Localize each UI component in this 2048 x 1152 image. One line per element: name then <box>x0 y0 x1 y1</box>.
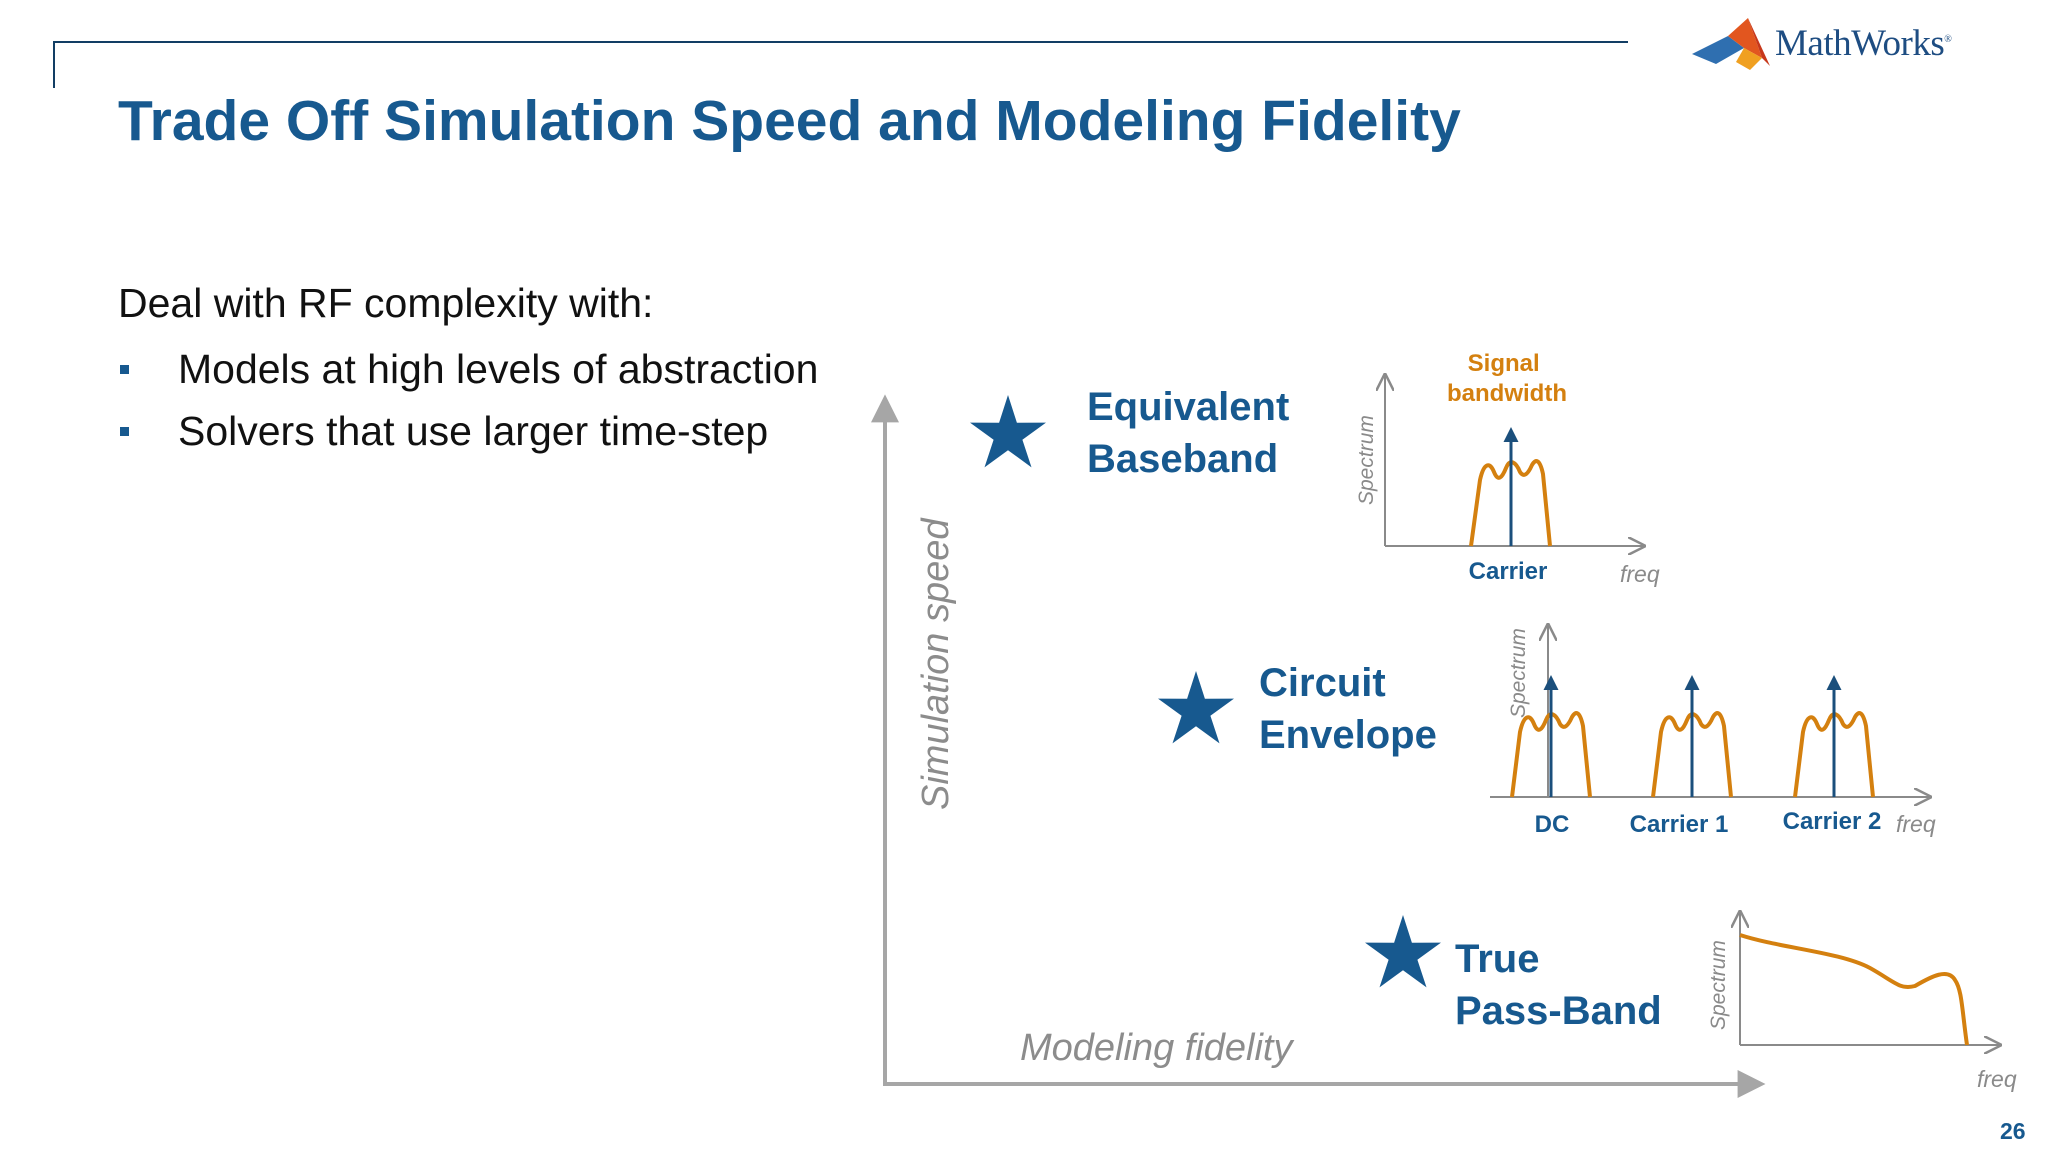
membrane-logo-icon <box>1692 18 1770 70</box>
spectrum-axis-label: Spectrum <box>1507 628 1530 718</box>
mathworks-logo: MathWorks® <box>1690 14 2020 74</box>
method-label: Equivalent Baseband <box>1087 385 1300 481</box>
carrier-2-label: Carrier 2 <box>1783 808 1882 835</box>
page-number: 26 <box>2000 1118 2026 1144</box>
baseband-spectrum-plot: Spectrum Signal bandwidth Carrier freq <box>1355 350 1660 587</box>
spectrum-axis-label: Spectrum <box>1355 415 1378 505</box>
freq-axis-label: freq <box>1977 1066 2017 1092</box>
header-rule <box>53 41 1628 43</box>
dc-label: DC <box>1535 811 1570 838</box>
carrier-1-label: Carrier 1 <box>1630 811 1729 838</box>
freq-axis-label: freq <box>1896 811 1936 837</box>
bullet-item: Solvers that use larger time-step <box>118 400 818 462</box>
method-label: True Pass-Band <box>1455 937 1662 1033</box>
slide-title: Trade Off Simulation Speed and Modeling … <box>118 89 1461 153</box>
bullet-list: Models at high levels of abstraction Sol… <box>118 338 818 462</box>
logo-wordmark: MathWorks® <box>1775 23 1952 64</box>
spectrum-axis-label: Spectrum <box>1707 940 1730 1030</box>
intro-text: Deal with RF complexity with: <box>118 280 654 326</box>
x-axis-label: Modeling fidelity <box>1020 1027 1294 1069</box>
header-rule-left <box>53 41 55 88</box>
star-icon <box>970 395 1046 468</box>
star-icon <box>1158 671 1234 744</box>
bullet-square-icon <box>120 365 129 374</box>
star-icon <box>1365 915 1441 988</box>
y-axis-label: Simulation speed <box>915 517 957 810</box>
envelope-spectrum-plot: Spectrum DC Carrier 1 Carrier 2 freq <box>1490 625 1936 838</box>
signal-bandwidth-label: Signal bandwidth <box>1447 350 1567 407</box>
carrier-label: Carrier <box>1469 558 1548 585</box>
bullet-item: Models at high levels of abstraction <box>118 338 818 400</box>
bullet-square-icon <box>120 427 129 436</box>
freq-axis-label: freq <box>1620 561 1660 587</box>
passband-spectrum-plot: Spectrum freq <box>1707 912 2017 1092</box>
method-label: Circuit Envelope <box>1259 661 1437 757</box>
